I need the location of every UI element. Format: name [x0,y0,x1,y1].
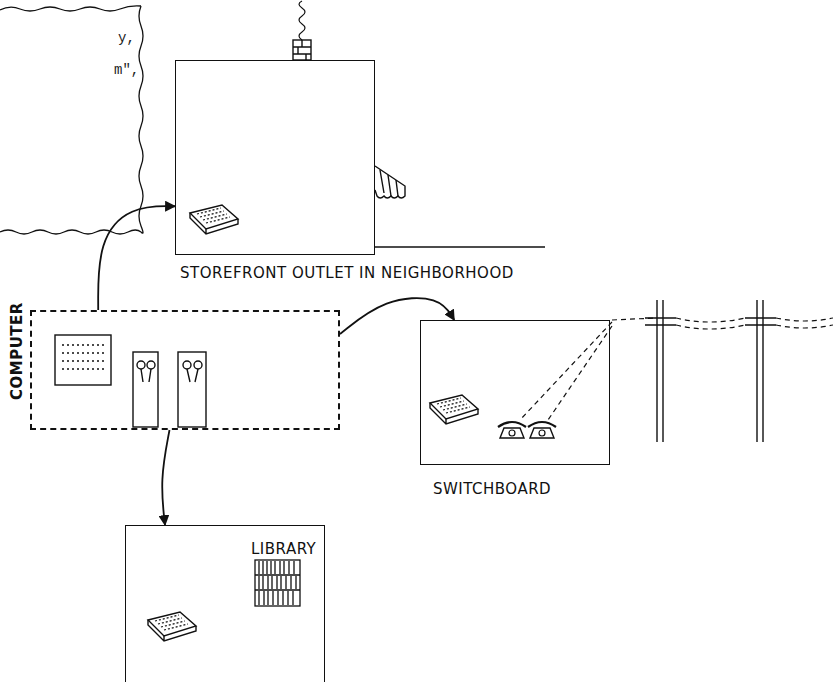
place-label: STOREFRONT OUTLET IN NEIGHBORHOOD [180,265,514,281]
location-box: STOREFRONT OUTLET IN NEIGHBORHOOD [175,60,375,255]
phone-wire [520,318,656,420]
ground-line [375,246,545,247]
computer-group: COMPUTER [30,310,340,430]
telephone-icon [528,422,556,438]
link-arrow [98,206,175,310]
computer-panel [55,335,111,385]
overhead-wire [676,318,833,329]
telephone-icon [498,422,526,438]
location-box: SWITCHBOARD [420,320,610,465]
place-label: LIBRARY [251,541,316,557]
awning [375,166,405,198]
location-box: LIBRARY [125,525,325,682]
tape-drive [133,352,206,427]
terminal-icon [430,395,478,424]
link-arrow [162,430,169,525]
place-label: COMPUTER [9,304,25,400]
bookshelf [255,560,300,606]
chimney [293,1,311,60]
link-arrow [340,298,454,334]
telephone-pole [645,300,776,442]
text-fragment: m", [114,62,139,78]
text-fragment: y, [118,30,135,46]
terminal-icon [190,205,238,234]
terminal-icon [148,612,196,641]
place-label: SWITCHBOARD [433,481,551,497]
torn-paper-edge [0,6,143,234]
